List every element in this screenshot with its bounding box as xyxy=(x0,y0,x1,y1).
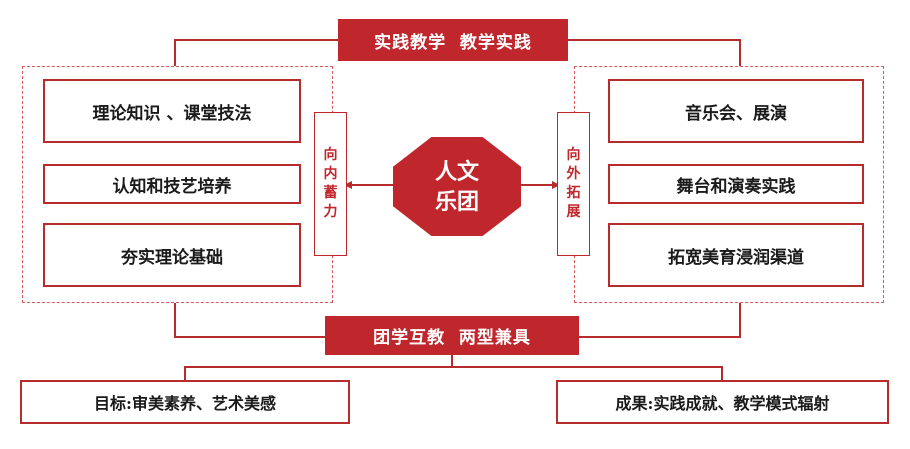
center-line-1: 人文 xyxy=(434,158,479,185)
left-item-theory: 理论知识 、课堂技法 xyxy=(43,79,301,143)
bottom-connector xyxy=(184,366,723,380)
right-item-aesthetic: 拓宽美育浸润渠道 xyxy=(608,223,864,287)
top-banner-label: 实践教学 教学实践 xyxy=(374,32,532,53)
left-item-cognition: 认知和技艺培养 xyxy=(43,164,301,204)
middle-banner: 团学互教 两型兼具 xyxy=(325,316,579,355)
center-line-2: 乐团 xyxy=(434,188,479,215)
right-item-concert-label: 音乐会、展演 xyxy=(685,103,787,124)
left-item-theory-label: 理论知识 、课堂技法 xyxy=(92,103,252,124)
inward-char-3: 蓄 xyxy=(323,185,338,201)
right-item-stage-label: 舞台和演奏实践 xyxy=(676,176,796,197)
top-banner: 实践教学 教学实践 xyxy=(338,19,568,61)
goal-label: 目标:审美素养、艺术美感 xyxy=(94,394,276,413)
left-item-foundation: 夯实理论基础 xyxy=(43,223,301,287)
inward-char-4: 力 xyxy=(323,204,338,220)
left-item-foundation-label: 夯实理论基础 xyxy=(121,247,223,268)
right-item-concert: 音乐会、展演 xyxy=(608,79,864,143)
center-octagon: 人文 乐团 xyxy=(393,137,521,236)
goal-box: 目标:审美素养、艺术美感 xyxy=(20,380,350,424)
left-item-cognition-label: 认知和技艺培养 xyxy=(112,176,232,197)
inward-char-2: 内 xyxy=(323,166,338,182)
middle-banner-label: 团学互教 两型兼具 xyxy=(373,328,531,348)
outward-label: 向 外 拓 展 xyxy=(557,112,590,256)
inward-label: 向 内 蓄 力 xyxy=(314,112,347,256)
right-item-aesthetic-label: 拓宽美育浸润渠道 xyxy=(668,247,804,268)
outward-char-4: 展 xyxy=(566,204,581,220)
result-box: 成果:实践成就、教学模式辐射 xyxy=(556,380,889,424)
outward-char-1: 向 xyxy=(566,147,581,163)
result-label: 成果:实践成就、教学模式辐射 xyxy=(615,394,830,413)
outward-char-3: 拓 xyxy=(566,185,581,201)
inward-char-1: 向 xyxy=(323,147,338,163)
outward-char-2: 外 xyxy=(566,166,581,182)
right-item-stage: 舞台和演奏实践 xyxy=(608,164,864,204)
